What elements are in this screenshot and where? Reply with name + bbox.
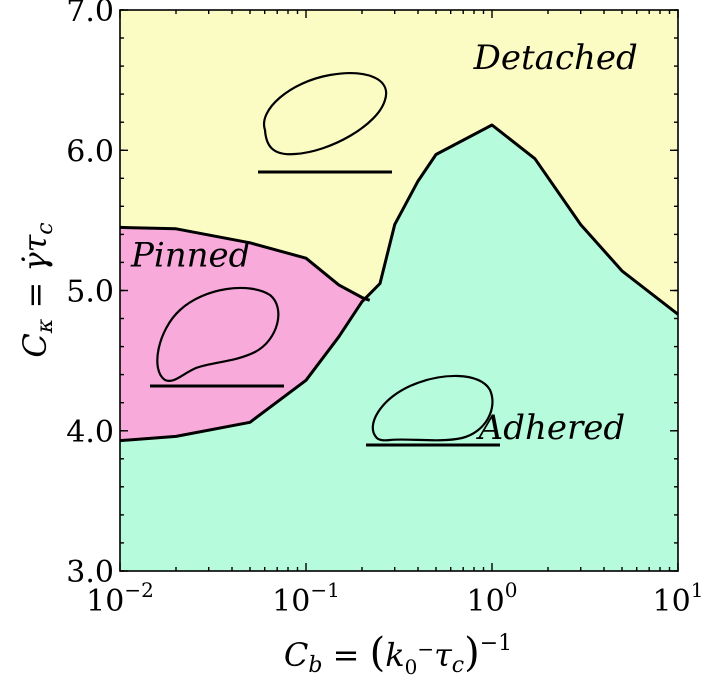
plot-frame [119, 9, 679, 572]
y-tick-label: 5.0 [66, 275, 114, 310]
region-label-pinned: Pinned [130, 236, 250, 276]
axis-tick-labels: 10−2 10−1 100 101 3.0 4.0 5.0 6.0 7.0 [66, 0, 703, 619]
detached-cell-icon [258, 72, 392, 174]
x-axis-label: Cb = (k0−τc)−1 [284, 630, 512, 676]
y-tick-label: 4.0 [66, 415, 114, 450]
x-tick-label: 101 [653, 578, 704, 619]
y-tick-label: 7.0 [66, 0, 114, 29]
x-tick-label: 10−2 [86, 578, 154, 619]
y-axis-label: Cκ = γ̇τc [16, 222, 58, 357]
boundary-pinned [119, 225, 371, 302]
pinned-cell-icon [150, 286, 284, 388]
adhered-cell-icon [366, 374, 500, 447]
region-adhered [120, 125, 678, 571]
y-tick-label: 6.0 [66, 134, 114, 169]
boundary-adhered [119, 123, 679, 443]
x-tick-label: 10−1 [272, 578, 340, 619]
x-tick-label: 100 [467, 578, 518, 619]
region-label-adhered: Adhered [476, 408, 625, 448]
region-label-detached: Detached [473, 38, 638, 78]
y-tick-label: 3.0 [66, 555, 114, 590]
